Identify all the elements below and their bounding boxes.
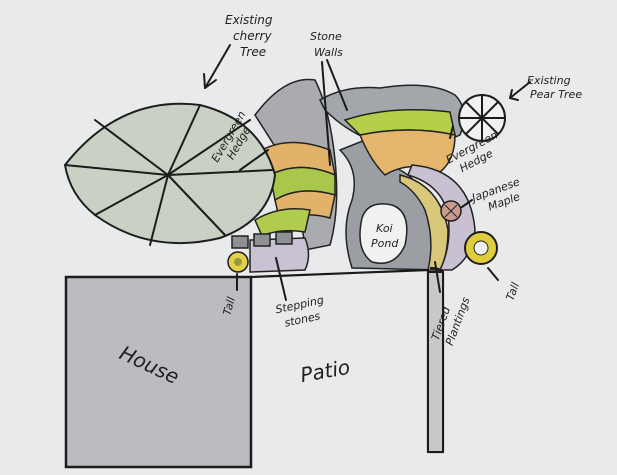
japanese-maple xyxy=(440,200,462,222)
label-koi-pond: Koi Pond xyxy=(371,222,399,250)
label-tall-left: Tall xyxy=(221,296,238,317)
label-stepping-stones: Stepping stones xyxy=(274,293,325,329)
svg-text:Existing: Existing xyxy=(527,74,571,87)
stepping-stone xyxy=(231,235,249,249)
svg-text:Pond: Pond xyxy=(371,237,399,250)
label-cherry-tree: Existing cherry Tree xyxy=(225,13,273,59)
stepping-stones xyxy=(231,231,293,249)
label-japanese-maple: Japanese Maple xyxy=(468,175,522,213)
tall-plant-left xyxy=(227,251,249,273)
annotation-arrows xyxy=(203,44,531,301)
svg-text:Walls: Walls xyxy=(314,46,343,59)
pear-tree xyxy=(458,94,506,142)
label-stone-walls: Stone Walls xyxy=(310,30,343,59)
svg-text:Stone: Stone xyxy=(310,30,342,43)
svg-text:Koi: Koi xyxy=(376,222,393,235)
label-patio: Patio xyxy=(298,355,351,387)
cherry-tree xyxy=(63,102,277,246)
tiered-plantings-lavender xyxy=(406,164,476,271)
house xyxy=(64,275,253,469)
label-tall-right: Tall xyxy=(504,281,523,303)
green-bed-left-lower xyxy=(254,208,311,237)
stepping-stone xyxy=(275,231,293,245)
svg-text:Tree: Tree xyxy=(240,45,266,59)
patio-strip xyxy=(427,271,444,453)
svg-text:Existing: Existing xyxy=(225,13,273,27)
label-pear-tree: Existing Pear Tree xyxy=(527,74,582,101)
stepping-stone xyxy=(253,233,271,247)
koi-pond xyxy=(359,203,408,264)
tall-plant-right xyxy=(464,231,498,265)
svg-text:Pear Tree: Pear Tree xyxy=(530,88,582,101)
svg-text:cherry: cherry xyxy=(233,29,272,43)
